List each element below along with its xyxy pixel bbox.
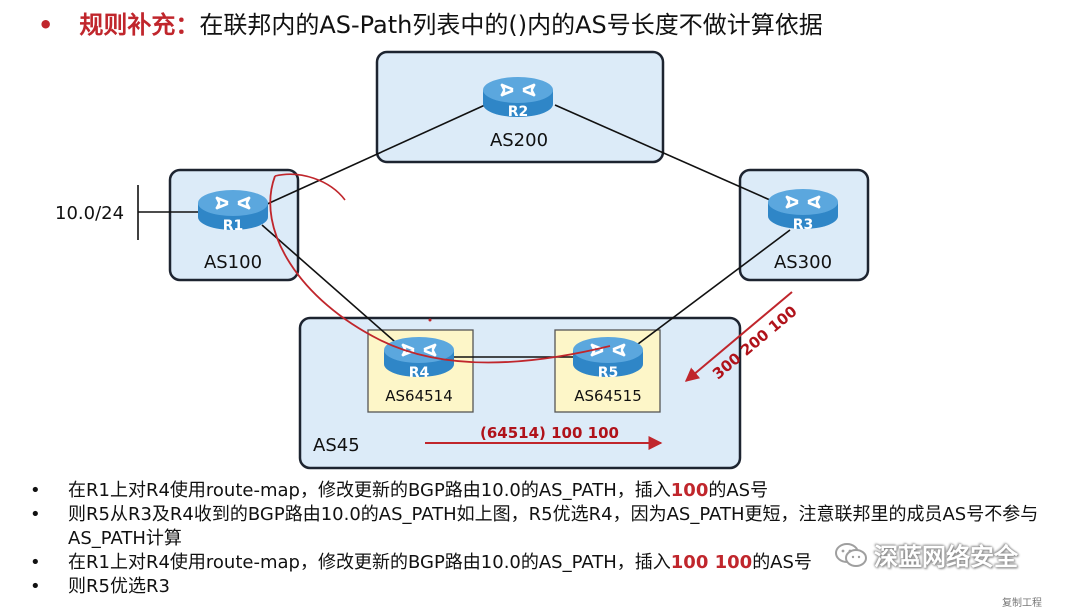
as-path-via-r4: (64514) 100 100 <box>480 424 619 442</box>
note-text-after: 的AS号 <box>752 552 812 573</box>
list-item: • 在R1上对R4使用route-map，修改更新的BGP路由10.0的AS_P… <box>30 551 1070 575</box>
as300-label: AS300 <box>774 252 832 273</box>
title-rule-label: 规则补充： <box>79 11 200 39</box>
annotation-dot <box>428 318 432 322</box>
router-r2-label: R2 <box>508 104 529 120</box>
list-item: • 则R5从R3及R4收到的BGP路由10.0的AS_PATH如上图，R5优选R… <box>30 503 1070 551</box>
corner-text: 复制工程 <box>1002 598 1042 609</box>
note-text: 在R1上对R4使用route-map，修改更新的BGP路由10.0的AS_PAT… <box>68 480 671 501</box>
link-r1-r4 <box>261 224 411 356</box>
prefix-label: 10.0/24 <box>55 203 124 224</box>
list-item: • 则R5优选R3 <box>30 575 1070 599</box>
bullet-icon: • <box>30 480 41 501</box>
title-bullet: • <box>38 11 54 39</box>
router-r5-label: R5 <box>598 365 619 381</box>
as200-label: AS200 <box>490 130 548 151</box>
router-r3-label: R3 <box>793 217 814 233</box>
as64514-label: AS64514 <box>385 387 453 405</box>
as45-label: AS45 <box>313 435 360 456</box>
watermark: 深蓝网络安全 <box>834 537 1018 572</box>
link-r3-r5 <box>629 229 791 351</box>
bullet-icon: • <box>30 504 41 525</box>
note-text: 则R5从R3及R4收到的BGP路由10.0的AS_PATH如上图，R5优选R4，… <box>68 504 1039 549</box>
update-path-annotation-start <box>274 173 346 201</box>
watermark-text: 深蓝网络安全 <box>874 543 1018 571</box>
wechat-icon <box>835 542 867 567</box>
bullet-icon: • <box>30 552 41 573</box>
path-arrow-from-r3 <box>684 291 793 382</box>
note-text: 在R1上对R4使用route-map，修改更新的BGP路由10.0的AS_PAT… <box>68 552 671 573</box>
note-highlight: 100 100 <box>670 552 753 573</box>
update-path-annotation <box>269 175 611 364</box>
link-r1-r2 <box>264 104 486 206</box>
note-highlight: 100 <box>670 480 709 501</box>
list-item: • 在R1上对R4使用route-map，修改更新的BGP路由10.0的AS_P… <box>30 479 1070 503</box>
as64515-label: AS64515 <box>574 387 642 405</box>
router-r4-label: R4 <box>409 365 430 381</box>
notes-list: • 在R1上对R4使用route-map，修改更新的BGP路由10.0的AS_P… <box>30 479 1070 599</box>
note-text: 则R5优选R3 <box>68 576 170 597</box>
as100-label: AS100 <box>204 252 262 273</box>
slide-title: • 规则补充：在联邦内的AS-Path列表中的()内的AS号长度不做计算依据 <box>38 8 823 42</box>
as45-confederation-box <box>298 316 742 470</box>
note-text-after: 的AS号 <box>708 480 769 501</box>
router-r1-label: R1 <box>223 218 244 234</box>
title-text: 在联邦内的AS-Path列表中的()内的AS号长度不做计算依据 <box>199 11 823 39</box>
bullet-icon: • <box>30 576 41 597</box>
link-r2-r3 <box>554 104 771 201</box>
